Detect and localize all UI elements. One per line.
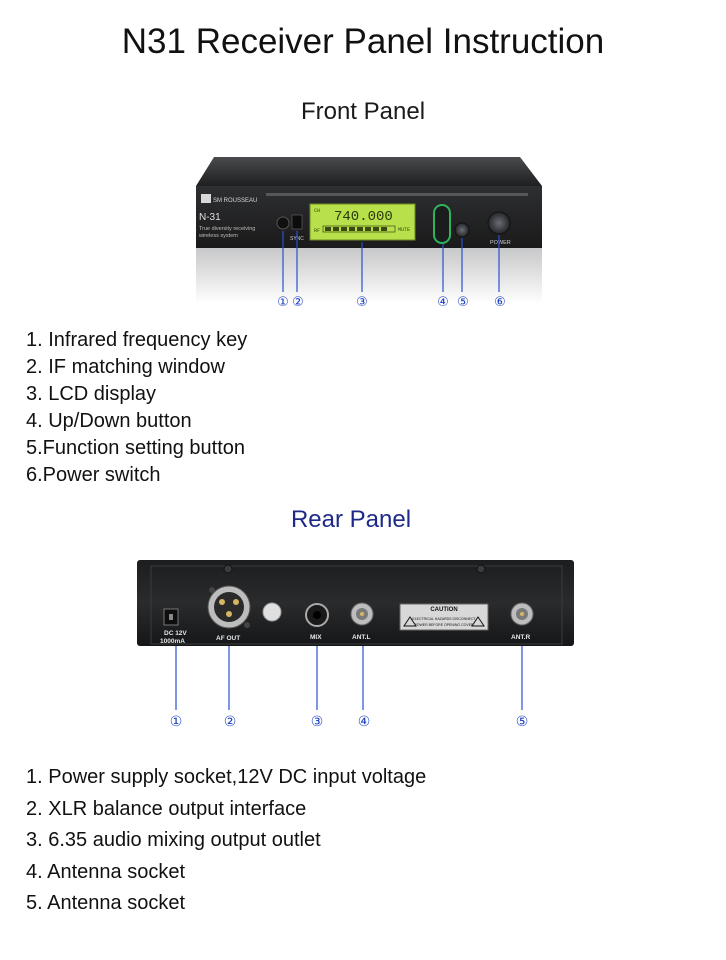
front-item-1: 1. Infrared frequency key — [26, 329, 248, 351]
caution-label — [399, 603, 489, 631]
up-down-button[interactable] — [433, 204, 451, 244]
front-callout-5: ⑤ — [457, 295, 469, 310]
svg-text:MUTE: MUTE — [398, 227, 410, 233]
mix-label: MIX — [310, 634, 322, 641]
rear-item-3: 3. 6.35 audio mixing output outlet — [26, 829, 321, 851]
front-item-3: 3. LCD display — [26, 383, 157, 405]
sync-label: SYNC — [290, 236, 304, 242]
power-switch[interactable] — [487, 211, 511, 235]
rear-callout-3: ③ — [311, 714, 324, 730]
dc-label-2: 1000mA — [160, 638, 185, 645]
tagline-2: wireless system — [198, 233, 238, 239]
front-item-4: 4. Up/Down button — [26, 410, 192, 432]
rear-item-1: 1. Power supply socket,12V DC input volt… — [26, 766, 427, 788]
rear-panel-heading: Rear Panel — [290, 506, 412, 533]
rear-item-5: 5. Antenna socket — [26, 892, 186, 914]
front-callout-2: ② — [292, 295, 304, 310]
af-out-label: AF OUT — [216, 635, 240, 642]
tagline-1: True diversity receiving — [199, 226, 255, 232]
rear-item-2: 2. XLR balance output interface — [26, 797, 307, 820]
page-title: N31 Receiver Panel Instruction — [121, 22, 605, 61]
rear-panel-list: 1. Power supply socket,12V DC input volt… — [26, 762, 426, 920]
front-callout-6: ⑥ — [494, 295, 506, 310]
ant1-label: ANT.L — [352, 634, 370, 641]
rear-callout-1: ① — [170, 714, 183, 730]
front-item-2: 2. IF matching window — [26, 356, 225, 378]
rear-callout-lines — [175, 646, 523, 710]
infrared-key[interactable] — [276, 216, 290, 230]
antenna-socket-right[interactable] — [510, 602, 534, 626]
front-callout-1: ① — [277, 295, 289, 310]
front-item-6: 6.Power switch — [26, 464, 161, 486]
rear-callout-4: ④ — [358, 714, 371, 730]
front-panel-list: 1. Infrared frequency key 2. IF matching… — [26, 327, 247, 489]
model-label: N-31 — [199, 212, 221, 223]
front-callout-lines — [282, 231, 500, 292]
receiver-front-face — [196, 186, 542, 248]
if-matching-window — [291, 214, 303, 230]
svg-text:CH: CH — [314, 208, 320, 214]
rear-callout-5: ⑤ — [516, 714, 529, 730]
xlr-output[interactable] — [207, 585, 251, 629]
rear-item-4: 4. Antenna socket — [26, 860, 186, 883]
lcd-frequency: 740.000 — [334, 209, 393, 225]
dc-label-1: DC 12V — [164, 630, 187, 637]
function-setting-button[interactable] — [454, 222, 470, 238]
antenna-socket-left[interactable] — [350, 602, 374, 626]
svg-text:POWER BEFORE OPENING COVER: POWER BEFORE OPENING COVER — [414, 623, 474, 627]
svg-text:ELECTRICAL HAZARDS DISCONNECT: ELECTRICAL HAZARDS DISCONNECT — [412, 617, 476, 621]
front-panel-heading: Front Panel — [300, 98, 426, 125]
receiver-rear-panel — [137, 560, 574, 646]
grounding-badge — [262, 602, 282, 622]
svg-text:CAUTION: CAUTION — [430, 607, 457, 613]
receiver-top-surface — [196, 157, 542, 186]
lcd-display — [309, 203, 416, 241]
dc-power-socket[interactable] — [163, 608, 179, 626]
ant2-label: ANT.R — [511, 634, 530, 641]
brand-logo: SM ROUSSEAU — [213, 198, 257, 204]
mix-jack[interactable] — [305, 603, 329, 627]
front-callout-3: ③ — [356, 295, 368, 310]
rear-callout-2: ② — [224, 714, 237, 730]
power-label: POWER — [490, 240, 511, 246]
front-item-5: 5.Function setting button — [26, 437, 246, 459]
front-callout-4: ④ — [437, 295, 449, 310]
svg-text:RF: RF — [314, 228, 320, 234]
